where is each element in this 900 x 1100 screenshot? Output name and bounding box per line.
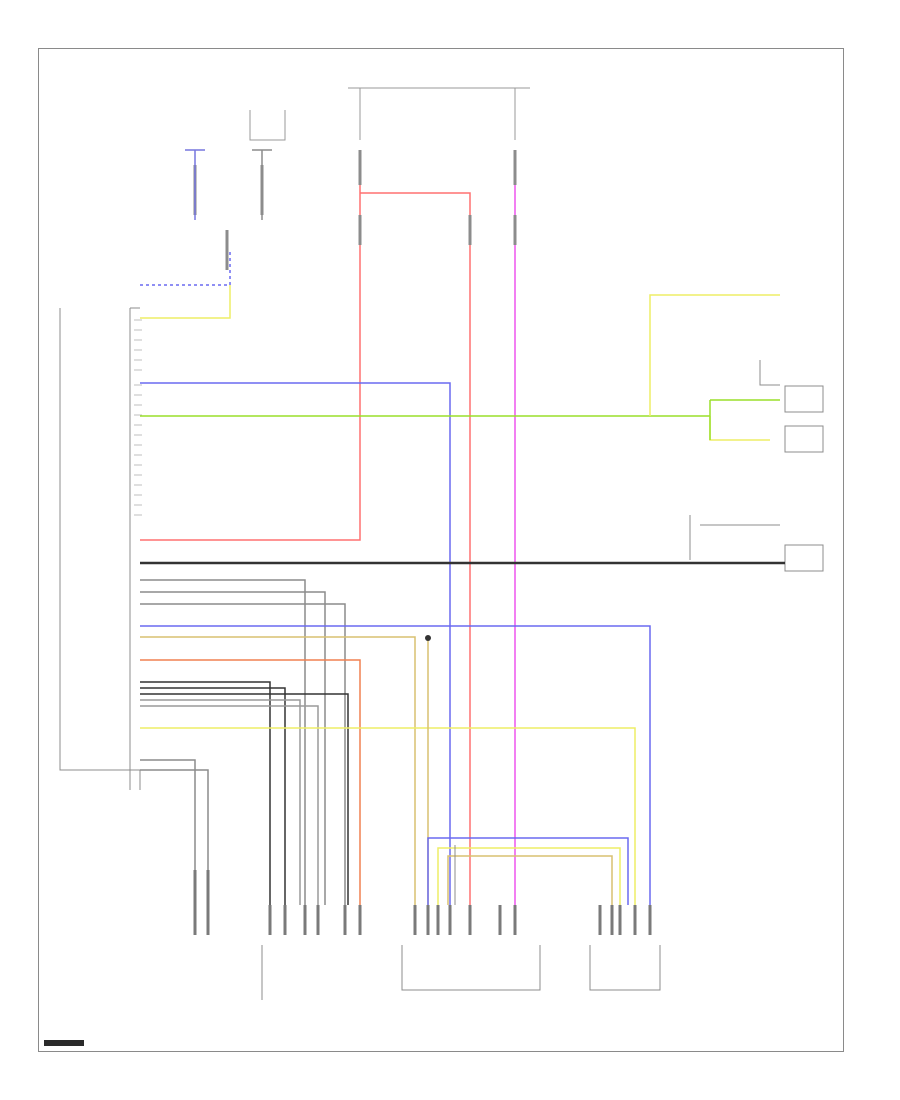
yellow-short-wire (140, 285, 231, 319)
yellow-harness-2 (447, 855, 613, 905)
diagram-border (38, 48, 844, 1052)
gray-wire-left-1 (140, 759, 196, 905)
white-wire-2 (140, 705, 319, 905)
orange-wire (140, 659, 361, 905)
yellow-harness-1 (437, 847, 621, 905)
bottom-connectors (193, 870, 652, 935)
wire-connectors (193, 150, 517, 270)
white-wire-1 (140, 699, 301, 905)
left-sensor-lead (185, 149, 205, 220)
gray-wire-1 (140, 579, 306, 905)
bottom-brackets (261, 845, 661, 1000)
gray-wire-3 (140, 603, 346, 905)
module-outline (59, 307, 141, 790)
gray-wire-left-2 (140, 769, 209, 905)
blue-harness (427, 837, 629, 905)
black-wire-2 (140, 687, 286, 905)
red-wire (140, 150, 471, 905)
blue-wire (140, 382, 451, 905)
blue-dashed-wire (140, 250, 231, 286)
right-sensor-lead (252, 149, 272, 220)
blue-lower-wire (140, 625, 651, 905)
green-wire-right (709, 399, 780, 440)
stop-lamp-node (425, 635, 431, 641)
tan-wire (140, 636, 416, 905)
top-fuse-block (249, 87, 530, 141)
page-id (44, 1040, 84, 1046)
right-components (689, 360, 824, 572)
yellow-long-wire (140, 727, 636, 905)
black-wire-3 (140, 693, 349, 905)
black-wire-1 (140, 681, 271, 905)
module-pins (134, 319, 142, 516)
gray-wire-2 (140, 591, 326, 905)
